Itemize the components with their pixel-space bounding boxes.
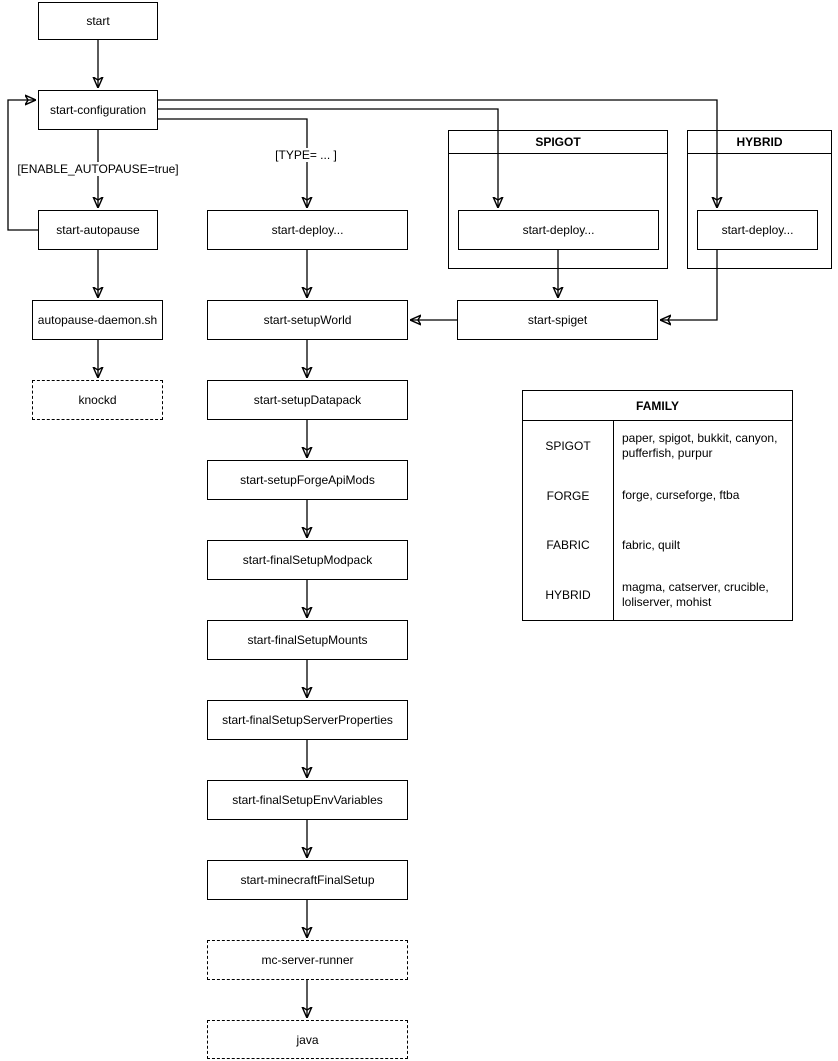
node-start-finalsetupmounts: start-finalSetupMounts xyxy=(207,620,408,660)
edge-label-enable-autopause: [ENABLE_AUTOPAUSE=true] xyxy=(15,162,181,176)
family-cell-name: FORGE xyxy=(523,470,614,521)
family-cell-name: HYBRID xyxy=(523,570,614,620)
node-start-deploy-main: start-deploy... xyxy=(207,210,408,250)
node-autopause-daemon: autopause-daemon.sh xyxy=(32,300,163,340)
family-row-fabric: FABRIC fabric, quilt xyxy=(523,520,792,571)
family-row-forge: FORGE forge, curseforge, ftba xyxy=(523,470,792,521)
node-start-minecraftfinalsetup: start-minecraftFinalSetup xyxy=(207,860,408,900)
family-table: FAMILY SPIGOT paper, spigot, bukkit, can… xyxy=(522,390,793,621)
node-start-setupworld: start-setupWorld xyxy=(207,300,408,340)
node-start-finalsetupenvvariables: start-finalSetupEnvVariables xyxy=(207,780,408,820)
node-start-finalsetupserverproperties: start-finalSetupServerProperties xyxy=(207,700,408,740)
node-start-autopause: start-autopause xyxy=(38,210,158,250)
node-start-configuration: start-configuration xyxy=(38,90,158,130)
node-knockd: knockd xyxy=(32,380,163,420)
node-start-setupforgeapimods: start-setupForgeApiMods xyxy=(207,460,408,500)
family-cell-servers: paper, spigot, bukkit, canyon, pufferfis… xyxy=(622,430,778,460)
family-row-hybrid: HYBRID magma, catserver, crucible, lolis… xyxy=(523,570,792,620)
container-hybrid-title: HYBRID xyxy=(688,131,831,154)
node-java: java xyxy=(207,1020,408,1059)
family-table-body: SPIGOT paper, spigot, bukkit, canyon, pu… xyxy=(523,421,792,620)
node-start-deploy-hybrid: start-deploy... xyxy=(697,210,818,250)
family-cell-servers: magma, catserver, crucible, loliserver, … xyxy=(622,580,769,610)
node-start-finalsetupmodpack: start-finalSetupModpack xyxy=(207,540,408,580)
family-cell-servers: fabric, quilt xyxy=(622,537,681,552)
edge-label-type: [TYPE= ... ] xyxy=(273,148,339,162)
container-spigot-title: SPIGOT xyxy=(449,131,667,154)
node-start-setupdatapack: start-setupDatapack xyxy=(207,380,408,420)
family-cell-name: SPIGOT xyxy=(523,421,614,471)
node-start: start xyxy=(38,2,158,40)
family-cell-servers: forge, curseforge, ftba xyxy=(622,488,740,503)
node-start-spiget: start-spiget xyxy=(457,300,658,340)
family-cell-name: FABRIC xyxy=(523,520,614,571)
node-start-deploy-spigot: start-deploy... xyxy=(458,210,659,250)
node-mc-server-runner: mc-server-runner xyxy=(207,940,408,980)
family-table-title: FAMILY xyxy=(523,391,792,421)
family-row-spigot: SPIGOT paper, spigot, bukkit, canyon, pu… xyxy=(523,421,792,471)
